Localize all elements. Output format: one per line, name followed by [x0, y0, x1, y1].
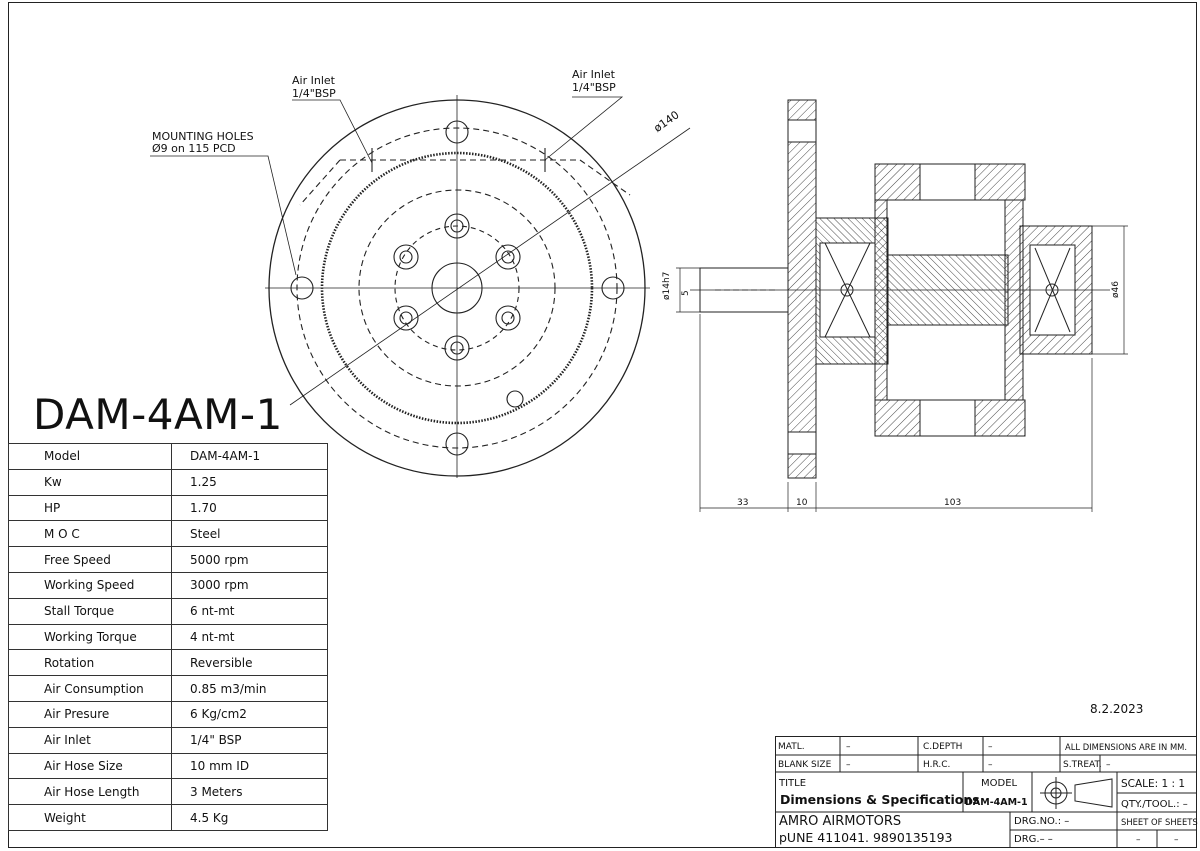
air-inlet-left-spec: 1/4"BSP	[292, 87, 336, 100]
spec-label: Free Speed	[8, 546, 172, 573]
streat-label: S.TREAT.	[1063, 760, 1102, 770]
spec-label: Air Hose Length	[8, 778, 172, 806]
spec-label: Rotation	[8, 649, 172, 677]
spec-value: DAM-4AM-1	[171, 443, 328, 470]
dim-103-label: 103	[944, 498, 962, 508]
shaft-diameter-label: ø14h7	[662, 271, 672, 300]
title-value: Dimensions & Specifications	[780, 792, 980, 807]
spec-value: 4 nt-mt	[171, 623, 328, 651]
spec-value: 10 mm ID	[171, 752, 328, 780]
spec-value: 0.85 m3/min	[171, 675, 328, 702]
qty-label: QTY./TOOL.: –	[1121, 799, 1188, 810]
blank-size-value: –	[846, 760, 851, 770]
spec-value: Reversible	[171, 649, 328, 677]
spec-label: Air Inlet	[8, 726, 172, 754]
spec-value: 1.25	[171, 468, 328, 496]
hrc-label: H.R.C.	[923, 760, 951, 770]
sheet-value: –	[1136, 835, 1141, 845]
model-value: DAM-4AM-1	[965, 797, 1028, 808]
key-width-label: 5	[681, 290, 691, 296]
streat-value: –	[1106, 760, 1111, 770]
spec-label: Air Presure	[8, 700, 172, 728]
air-inlet-right-label: Air Inlet	[572, 68, 615, 81]
title-block-grid	[775, 736, 1197, 848]
spec-value: 4.5 Kg	[171, 804, 328, 831]
spec-label: Working Torque	[8, 623, 172, 651]
air-inlet-right-spec: 1/4"BSP	[572, 81, 616, 94]
sheets-value: –	[1174, 835, 1179, 845]
spec-value: Steel	[171, 520, 328, 548]
cdepth-value: –	[988, 742, 993, 752]
dim-33-label: 33	[737, 498, 749, 508]
air-inlet-left-label: Air Inlet	[292, 74, 335, 87]
cdepth-label: C.DEPTH	[923, 742, 963, 752]
spec-label: Air Hose Size	[8, 752, 172, 780]
title-block: MATL. – C.DEPTH – ALL DIMENSIONS ARE IN …	[775, 736, 1198, 848]
drawing-date: 8.2.2023	[1090, 702, 1144, 716]
spec-value: 3000 rpm	[171, 571, 328, 599]
spec-label: M O C	[8, 520, 172, 548]
spec-label: Stall Torque	[8, 597, 172, 625]
spec-value: 1.70	[171, 494, 328, 522]
mounting-holes-label: MOUNTING HOLES	[152, 130, 254, 143]
end-cap-diameter-label: ø46	[1111, 281, 1121, 298]
company-name: AMRO AIRMOTORS	[779, 814, 902, 829]
scale-label: SCALE: 1 : 1	[1121, 778, 1186, 790]
model-title: DAM-4AM-1	[33, 390, 283, 439]
spec-label: Kw	[8, 468, 172, 496]
spec-value: 5000 rpm	[171, 546, 328, 573]
spec-value: 3 Meters	[171, 778, 328, 806]
spec-label: Model	[8, 443, 172, 470]
front-view	[150, 95, 691, 478]
matl-label: MATL.	[778, 742, 805, 752]
dim-10-label: 10	[796, 498, 808, 508]
spec-label: Weight	[8, 804, 172, 831]
title-label: TITLE	[779, 778, 807, 789]
spec-value: 1/4" BSP	[171, 726, 328, 754]
blank-size-label: BLANK SIZE	[778, 760, 832, 770]
drg-no: DRG.NO.: –	[1014, 816, 1070, 827]
matl-value: –	[846, 742, 851, 752]
section-view	[676, 99, 1128, 512]
hrc-value: –	[988, 760, 993, 770]
spec-label: Air Consumption	[8, 675, 172, 702]
drawing-frame	[8, 2, 1197, 848]
spec-value: 6 Kg/cm2	[171, 700, 328, 728]
spec-label: HP	[8, 494, 172, 522]
sheet-of-sheets: SHEET OF SHEETS	[1121, 817, 1198, 827]
spec-label: Working Speed	[8, 571, 172, 599]
mounting-holes-spec: Ø9 on 115 PCD	[152, 142, 236, 155]
flange-section	[787, 99, 817, 479]
spec-value: 6 nt-mt	[171, 597, 328, 625]
drg: DRG.– –	[1014, 834, 1053, 845]
company-address: pUNE 411041. 9890135193	[779, 830, 953, 845]
model-label: MODEL	[981, 778, 1018, 789]
all-dims-note: ALL DIMENSIONS ARE IN MM.	[1065, 742, 1188, 752]
